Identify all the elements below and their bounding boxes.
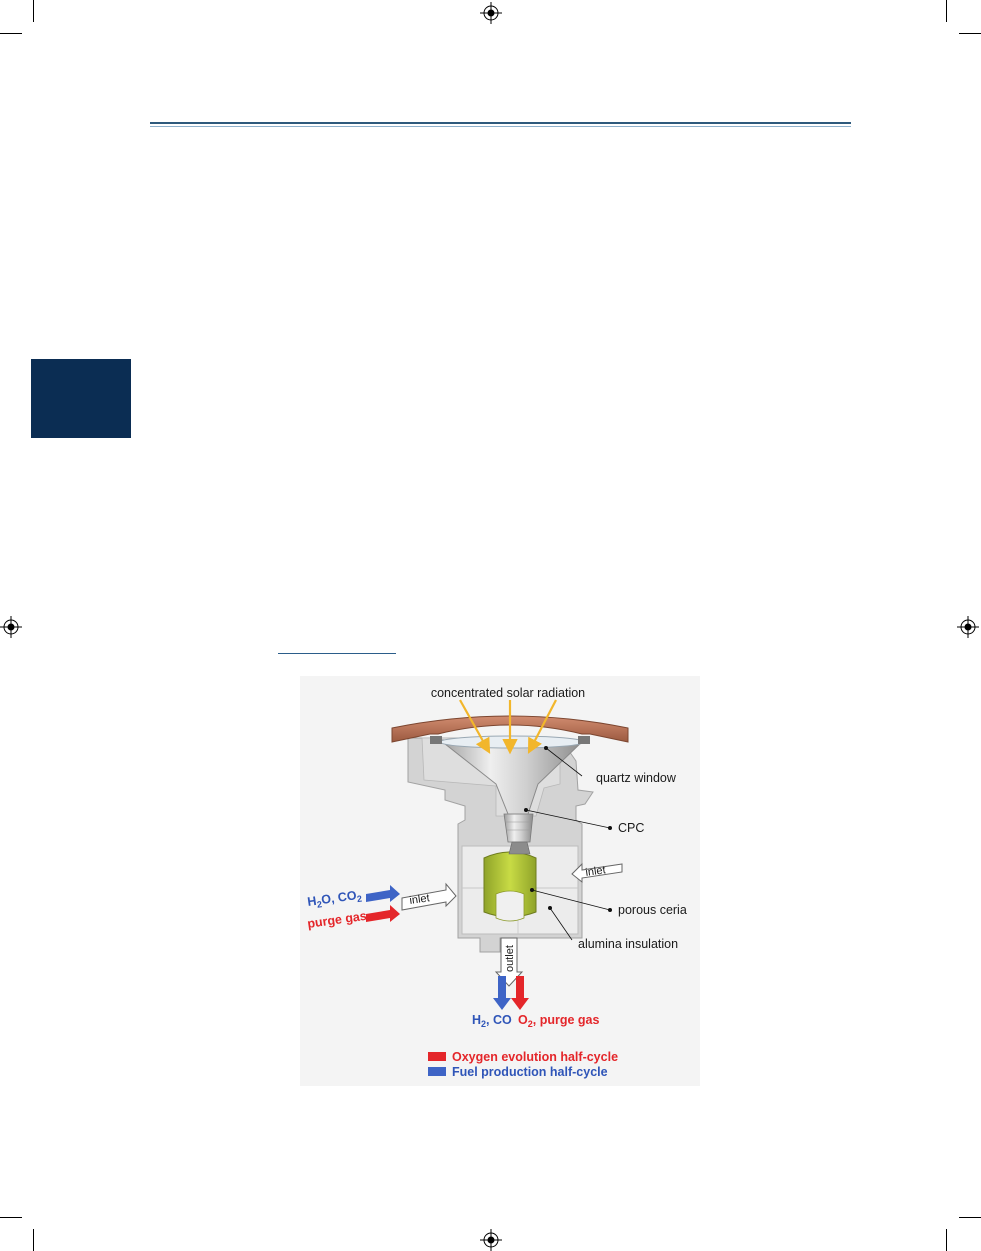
quartz-window [440, 736, 584, 748]
header-rule [150, 122, 851, 124]
legend-label-oxygen: Oxygen evolution half-cycle [452, 1050, 618, 1064]
legend-swatch-fuel [428, 1067, 446, 1076]
crop-mark [946, 0, 947, 22]
label-porous-ceria: porous ceria [618, 903, 687, 917]
label-h2-co: H2, CO [472, 1013, 512, 1029]
label-cpc: CPC [618, 821, 644, 835]
registration-mark-icon [480, 1229, 502, 1251]
crop-mark [959, 33, 981, 34]
header-rule-thin [150, 126, 851, 127]
cpc [504, 814, 533, 842]
label-outlet: outlet [504, 945, 516, 972]
crop-mark [33, 1229, 34, 1251]
crop-mark [946, 1229, 947, 1251]
registration-mark-icon [957, 616, 979, 638]
registration-mark-icon [480, 2, 502, 24]
crop-mark [959, 1217, 981, 1218]
registration-mark-icon [0, 616, 22, 638]
label-quartz-window: quartz window [596, 771, 677, 785]
legend: Oxygen evolution half-cycle Fuel product… [428, 1050, 618, 1079]
chapter-tab [31, 359, 131, 438]
label-alumina-insulation: alumina insulation [578, 937, 678, 951]
solar-reactor-diagram: concentrated solar radiation quartz wind… [300, 676, 700, 1086]
legend-swatch-oxygen [428, 1052, 446, 1061]
crop-mark [0, 1217, 22, 1218]
legend-label-fuel: Fuel production half-cycle [452, 1065, 608, 1079]
crop-mark [0, 33, 22, 34]
label-solar: concentrated solar radiation [431, 686, 585, 700]
crop-mark [33, 0, 34, 22]
link-underline [278, 653, 396, 654]
